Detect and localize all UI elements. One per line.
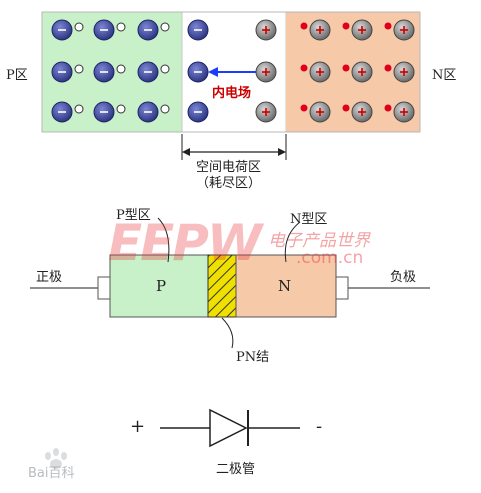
electron	[384, 64, 392, 72]
plus-sign: +	[130, 416, 146, 437]
hole	[74, 104, 84, 114]
cathode-terminal	[335, 276, 349, 300]
anode-label: 正极	[36, 270, 63, 285]
junction-callout	[221, 317, 234, 349]
n-body-text: N	[278, 277, 292, 295]
hole	[74, 64, 84, 74]
diode-symbol-label: 二极管	[216, 462, 256, 477]
baidu-paw-logo	[45, 448, 67, 469]
electron	[300, 64, 308, 72]
pn-junction-region	[207, 254, 237, 318]
hole	[116, 104, 126, 114]
hole	[160, 104, 170, 114]
depletion-label: （耗尽区）	[196, 176, 262, 191]
electron	[384, 104, 392, 112]
hole	[160, 64, 170, 74]
n-type-label: N型区	[290, 212, 328, 227]
pn-junction-label: PN结	[236, 350, 270, 365]
space-charge-label: 空间电荷区	[196, 160, 262, 175]
eepw-watermark-cn: 电子产品世界	[268, 231, 370, 251]
hole	[74, 22, 84, 32]
n-region-label: N区	[432, 68, 457, 83]
hole	[116, 64, 126, 74]
baidu-watermark: Bai百科	[28, 466, 75, 481]
hole	[160, 22, 170, 32]
electron	[342, 64, 350, 72]
field-arrowhead	[208, 67, 218, 77]
electron	[342, 22, 350, 30]
p-type-label: P型区	[116, 208, 151, 223]
n-type-callout	[284, 221, 301, 263]
electron	[342, 104, 350, 112]
p-region-label: P区	[6, 68, 28, 83]
electron	[300, 22, 308, 30]
hole	[116, 22, 126, 32]
n-body	[235, 254, 337, 318]
cathode-label: 负极	[390, 270, 417, 285]
eepw-watermark: EEPW	[108, 214, 262, 272]
p-body-text: P	[156, 277, 167, 295]
anode-terminal	[97, 276, 111, 300]
minus-sign: -	[316, 416, 323, 437]
internal-field-label: 内电场	[212, 86, 252, 101]
diode-triangle	[209, 408, 248, 448]
electron	[384, 22, 392, 30]
charge-carriers	[51, 19, 415, 123]
electron	[300, 104, 308, 112]
p-type-callout	[157, 217, 170, 263]
eepw-watermark-site: .com.cn	[296, 248, 364, 268]
